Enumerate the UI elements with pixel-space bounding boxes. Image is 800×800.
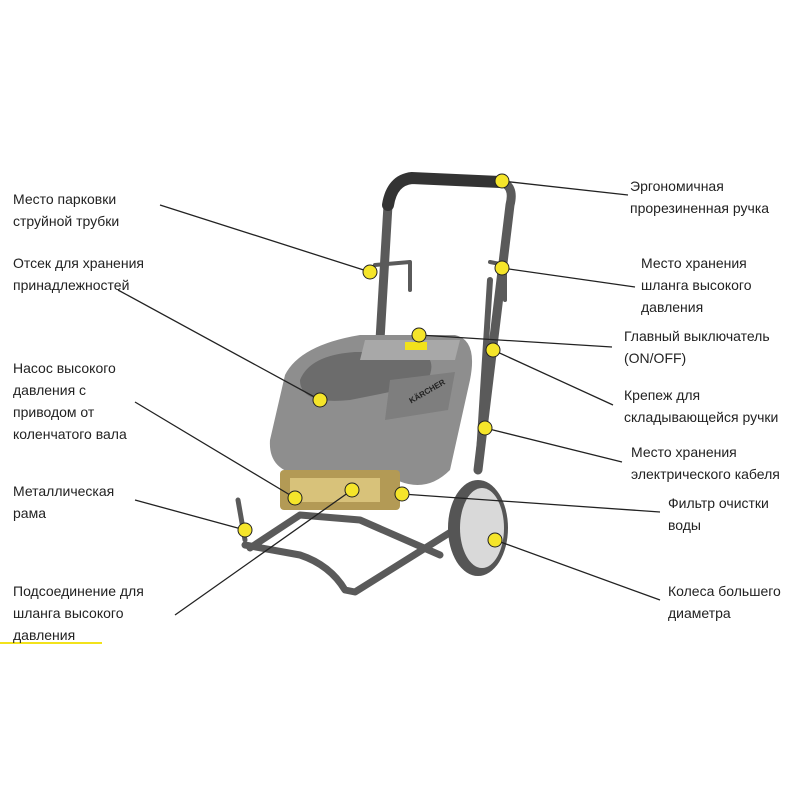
label-pump: Насос высокого давления с приводом от ко… — [13, 360, 127, 442]
callout-dots — [237, 173, 510, 548]
label-cable-storage: Место хранения электрического кабеля — [631, 444, 780, 482]
machine-body: KÄRCHER — [269, 335, 473, 510]
label-accessory-storage: Отсек для хранения принадлежностей — [13, 255, 144, 293]
callout-lines — [117, 180, 661, 616]
label-main-switch: Главный выключатель (ON/OFF) — [624, 328, 770, 366]
label-water-filter: Фильтр очистки воды — [668, 495, 769, 533]
label-hose-connection: Подсоединение для шланга высокого давлен… — [13, 583, 144, 643]
rubber-grip — [382, 171, 506, 211]
power-switch — [405, 342, 427, 350]
label-folding-handle-mount: Крепеж для складывающейся ручки — [624, 387, 779, 425]
label-large-wheels: Колеса большего диаметра — [668, 583, 781, 621]
label-nozzle-parking: Место парковки струйной трубки — [13, 191, 120, 229]
wheel — [448, 480, 508, 576]
label-ergonomic-handle: Эргономичная прорезиненная ручка — [630, 178, 770, 216]
label-metal-frame: Металлическая рама — [13, 483, 115, 521]
label-hose-storage: Место хранения шланга высокого давления — [641, 255, 752, 315]
